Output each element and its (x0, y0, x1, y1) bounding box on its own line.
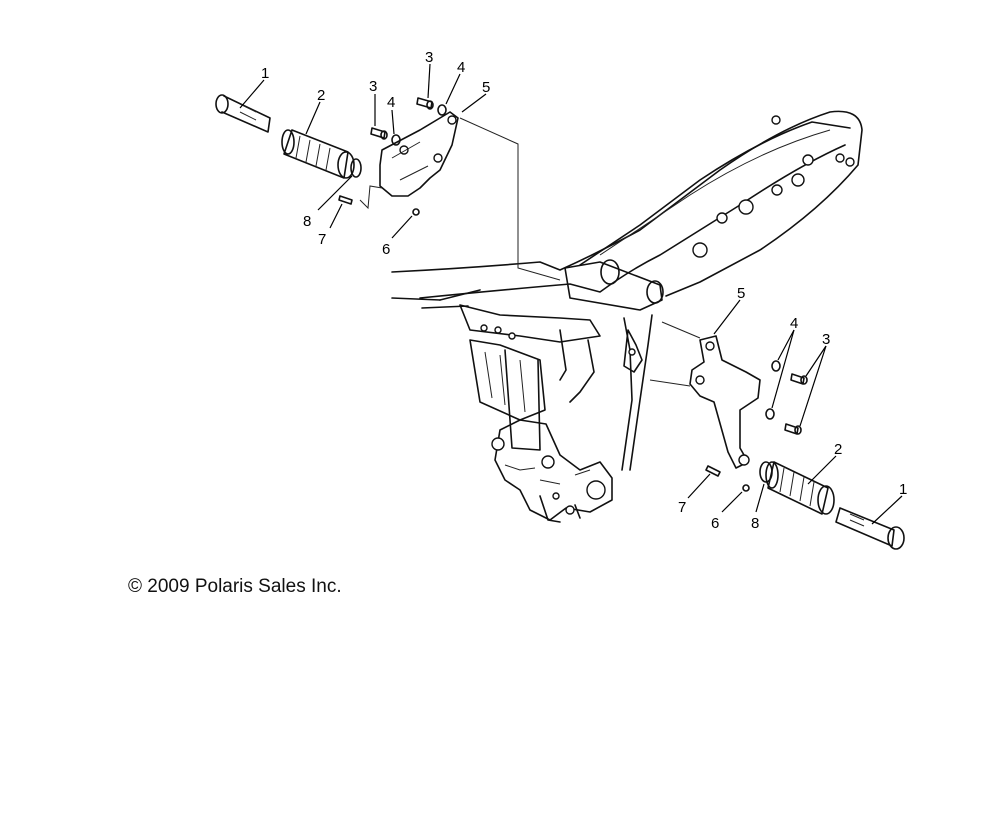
right-clip-6 (742, 484, 750, 492)
callout-left-2: 2 (317, 87, 325, 104)
right-pin-7 (705, 465, 721, 477)
left-assembly-line (359, 185, 383, 210)
motorcycle-frame (391, 110, 863, 523)
callout-left-1: 1 (261, 65, 269, 82)
right-washer-4b (765, 408, 775, 420)
left-footpeg-rubber (281, 129, 355, 179)
callout-right-1: 1 (899, 481, 907, 498)
callout-left-3b: 3 (425, 49, 433, 66)
callout-left-4a: 4 (387, 94, 395, 111)
callout-right-2: 2 (834, 441, 842, 458)
callout-left-6: 6 (382, 241, 390, 258)
right-clevis-pin (835, 507, 905, 550)
callout-right-4: 4 (790, 315, 798, 332)
right-washer-4a (771, 360, 781, 372)
callout-left-5: 5 (482, 79, 490, 96)
left-bolt-3a (370, 127, 388, 140)
left-bracket-guide-line (459, 117, 561, 281)
left-bolt-3b (416, 97, 434, 110)
right-bolt-3b (784, 423, 802, 435)
callout-left-4b: 4 (457, 59, 465, 76)
left-footpeg-bracket-5 (379, 111, 459, 197)
leader-lines (239, 63, 903, 525)
callout-left-7: 7 (318, 231, 326, 248)
right-bracket-guide-line (649, 321, 701, 387)
callout-left-8: 8 (303, 213, 311, 230)
callout-right-3: 3 (822, 331, 830, 348)
right-footpeg-rubber (765, 461, 835, 515)
left-washer-4b (437, 104, 447, 116)
callout-labels: 1 2 3 4 3 4 5 8 7 6 5 4 3 2 1 7 6 8 (261, 49, 907, 532)
callout-right-5: 5 (737, 285, 745, 302)
copyright-notice: © 2009 Polaris Sales Inc. (128, 576, 342, 597)
right-footpeg-bracket-5 (689, 335, 761, 469)
callout-right-8: 8 (751, 515, 759, 532)
left-clevis-pin (215, 94, 271, 133)
callout-right-7: 7 (678, 499, 686, 516)
callout-left-3a: 3 (369, 78, 377, 95)
right-bolt-3a (790, 373, 808, 385)
left-washer-8 (350, 158, 362, 178)
left-clip-6 (412, 208, 420, 216)
left-pin-7 (338, 195, 353, 205)
callout-right-6: 6 (711, 515, 719, 532)
